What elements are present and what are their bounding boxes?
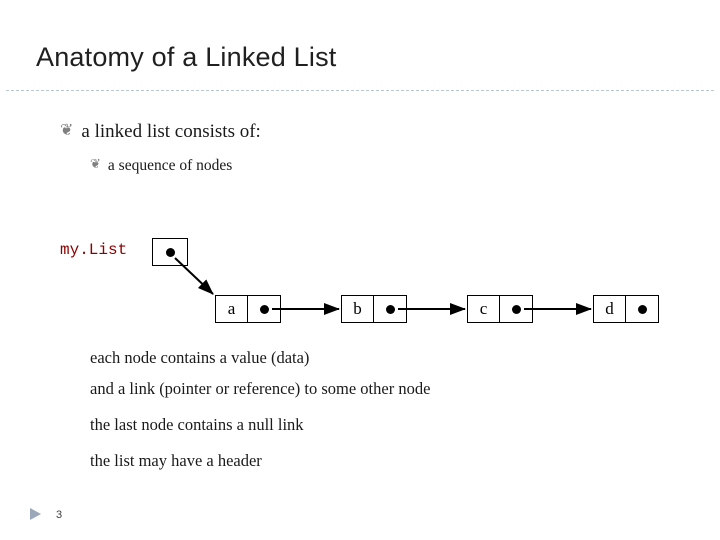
body-line-1: each node contains a value (data): [90, 348, 310, 367]
pointer-dot-icon: [259, 304, 269, 314]
node-pointer-cell: [374, 296, 406, 322]
pointer-dot-icon: [511, 304, 521, 314]
body-line-3: the last node contains a null link: [90, 415, 304, 434]
header-pointer-box: [152, 238, 188, 266]
bullet-level2-label: a sequence of nodes: [107, 157, 233, 174]
list-node-c: c: [467, 295, 533, 323]
bullet-level2: ❦ a sequence of nodes: [90, 156, 233, 175]
bullet-marker-icon: ❦: [90, 156, 101, 171]
body-line-2: and a link (pointer or reference) to som…: [90, 379, 431, 398]
pointer-dot-icon: [637, 304, 647, 314]
list-node-a: a: [215, 295, 281, 323]
bullet-marker-icon: ❦: [60, 122, 74, 139]
node-value: d: [594, 296, 626, 322]
list-node-b: b: [341, 295, 407, 323]
pointer-dot-icon: [165, 247, 175, 257]
bullet-level1-label: a linked list consists of:: [81, 121, 261, 142]
node-pointer-cell: [500, 296, 532, 322]
page-number: 3: [56, 509, 63, 521]
pointer-variable-label: my.List: [60, 241, 128, 259]
body-line-4: the list may have a header: [90, 451, 262, 470]
node-value: c: [468, 296, 500, 322]
page-title: Anatomy of a Linked List: [36, 42, 337, 72]
list-node-d: d: [593, 295, 659, 323]
bullet-level1: ❦ a linked list consists of:: [60, 121, 261, 143]
node-value: b: [342, 296, 374, 322]
pointer-dot-icon: [385, 304, 395, 314]
node-value: a: [216, 296, 248, 322]
node-pointer-cell: [626, 296, 658, 322]
title-divider: [6, 90, 714, 91]
node-pointer-cell: [248, 296, 280, 322]
footer-triangle-icon: [30, 508, 41, 520]
